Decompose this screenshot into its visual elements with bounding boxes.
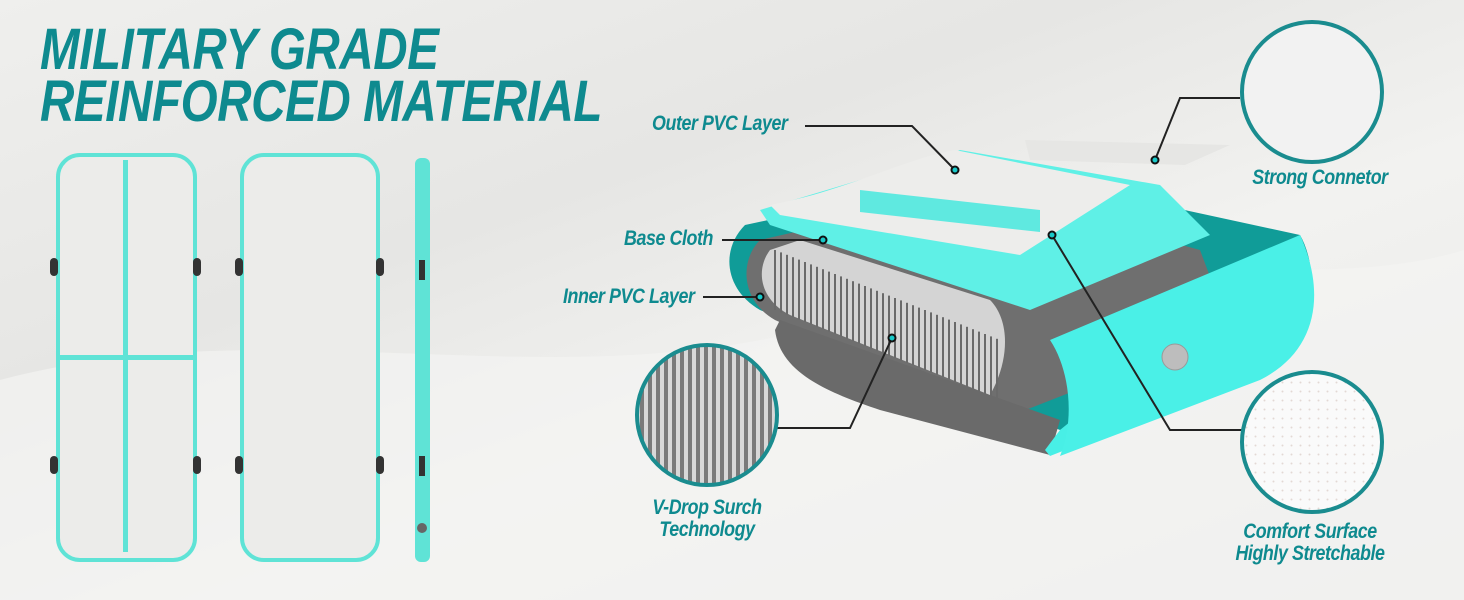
label-comfort-2: Highly Stretchable bbox=[1235, 542, 1385, 565]
vdrop-detail-circle bbox=[635, 343, 779, 487]
mat-cutaway bbox=[729, 140, 1315, 456]
title-line-2: REINFORCED MATERIAL bbox=[40, 69, 603, 134]
surface-detail-circle bbox=[1240, 370, 1384, 514]
title-line-1: MILITARY GRADE bbox=[40, 17, 439, 82]
connector-detail-circle bbox=[1240, 20, 1384, 164]
label-strong-connector: Strong Connetor bbox=[1252, 166, 1388, 189]
mat-top-view bbox=[50, 153, 201, 562]
label-vdrop-2: Technology bbox=[659, 518, 755, 541]
label-base-cloth: Base Cloth bbox=[624, 227, 713, 250]
label-inner-pvc: Inner PVC Layer bbox=[563, 285, 695, 308]
label-outer-pvc: Outer PVC Layer bbox=[652, 112, 788, 135]
mat-bottom-view bbox=[235, 153, 384, 562]
label-vdrop-1: V-Drop Surch bbox=[652, 496, 762, 519]
mat-side-view bbox=[415, 158, 430, 562]
label-comfort-1: Comfort Surface bbox=[1243, 520, 1377, 543]
